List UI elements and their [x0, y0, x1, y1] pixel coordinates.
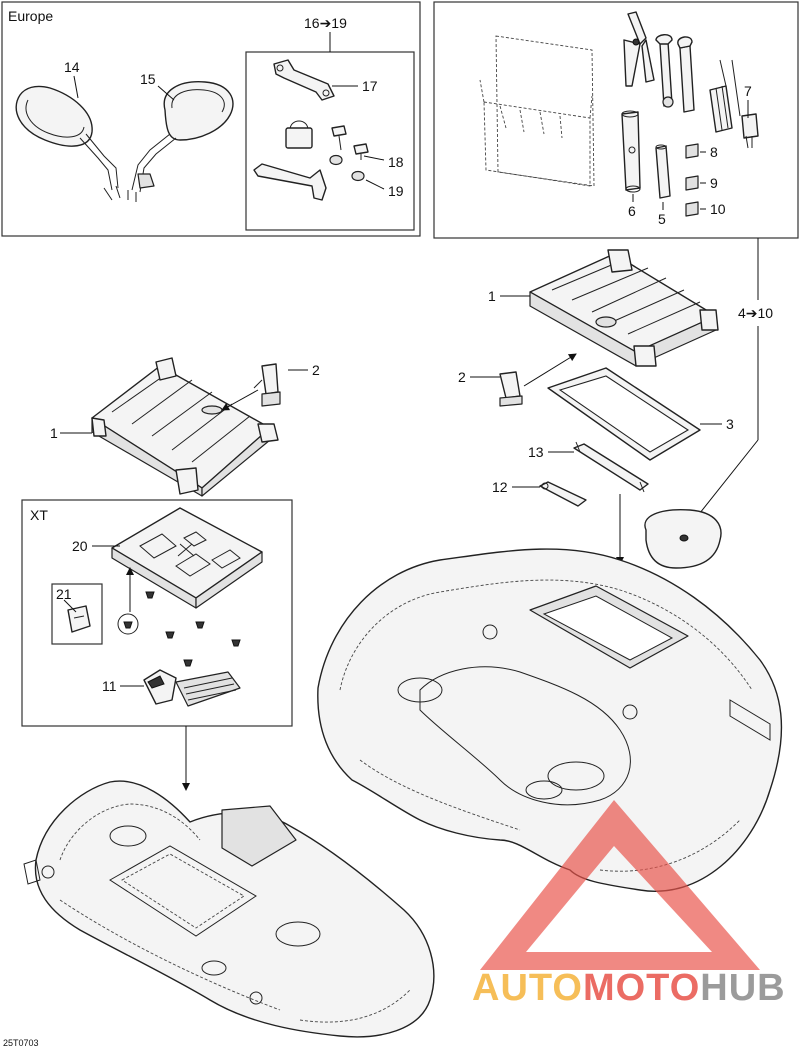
rack-left-part: [91, 357, 279, 497]
callout-10: 10: [710, 201, 726, 217]
plate-19-part: [253, 154, 365, 201]
callout-3: 3: [726, 416, 734, 432]
pliers-part: [623, 11, 655, 87]
fuse-9-part: [685, 175, 699, 191]
callout-12: 12: [492, 479, 508, 495]
callout-1-right: 1: [488, 288, 496, 304]
lock-part: [285, 120, 313, 149]
europe-box: [1, 1, 421, 237]
fasteners-part: [145, 591, 241, 667]
watermark-text: AUTOMOTOHUB: [472, 967, 786, 1009]
callout-14: 14: [64, 59, 80, 75]
callout-18: 18: [388, 154, 404, 170]
watermark-triangle-icon: [480, 800, 760, 970]
callout-20: 20: [72, 538, 88, 554]
callout-16-19: 16➔19: [304, 15, 347, 31]
mirror-right-part: [127, 81, 234, 202]
tool-6-part: [621, 110, 641, 193]
plate-20-part: [111, 507, 263, 609]
tool-5-part: [655, 144, 671, 199]
key-12-part: [539, 481, 587, 507]
xt-body-part: [23, 780, 435, 1038]
callout-2-right: 2: [458, 369, 466, 385]
callout-2-left: 2: [312, 362, 320, 378]
fuse-10-part: [685, 201, 699, 217]
fuse-8-part: [685, 143, 699, 159]
rack-right-part: [529, 249, 719, 367]
watermark-part-c: HUB: [700, 967, 785, 1009]
callout-9: 9: [710, 175, 718, 191]
tool-pouch-part: [479, 35, 595, 187]
figure-code: 25T0703: [3, 1038, 39, 1048]
watermark-part-b: MOTO: [583, 967, 700, 1009]
mirror-left-part: [15, 85, 121, 201]
wrench-part: [655, 34, 695, 113]
screwdriver-part: [709, 59, 741, 133]
callout-21: 21: [56, 586, 72, 602]
rack-11-part: [143, 669, 241, 707]
callout-7: 7: [744, 83, 752, 99]
xt-box: [21, 499, 293, 727]
rear-body-part: [317, 548, 783, 892]
clip-21-part: [67, 605, 91, 633]
fastener-detail-circle: [117, 613, 139, 635]
callout-17: 17: [362, 78, 378, 94]
callout-6: 6: [628, 203, 636, 219]
screw-18-part: [331, 125, 369, 160]
callout-15: 15: [140, 71, 156, 87]
holder-2-right-part: [499, 371, 523, 407]
tool-bag-part: [644, 508, 722, 569]
callout-19: 19: [388, 183, 404, 199]
callout-1-left: 1: [50, 425, 58, 441]
watermark-logo: AUTOMOTOHUB: [472, 800, 786, 1009]
watermark-part-a: AUTO: [472, 967, 583, 1009]
callout-8: 8: [710, 144, 718, 160]
europe-title: Europe: [8, 8, 53, 24]
callout-4-10: 4➔10: [738, 305, 773, 321]
callout-13: 13: [528, 444, 544, 460]
detail-21-box: [51, 583, 103, 645]
tool-7-part: [741, 113, 759, 149]
strap-13-part: [573, 441, 649, 493]
xt-title: XT: [30, 507, 48, 523]
callout-5: 5: [658, 211, 666, 227]
kit-16-19-box: [245, 51, 415, 231]
tool-kit-box: [433, 1, 799, 239]
gasket-3-part: [547, 367, 701, 461]
holder-2-left-part: [253, 363, 281, 407]
bracket-17-part: [273, 59, 335, 101]
callout-11: 11: [102, 678, 117, 694]
